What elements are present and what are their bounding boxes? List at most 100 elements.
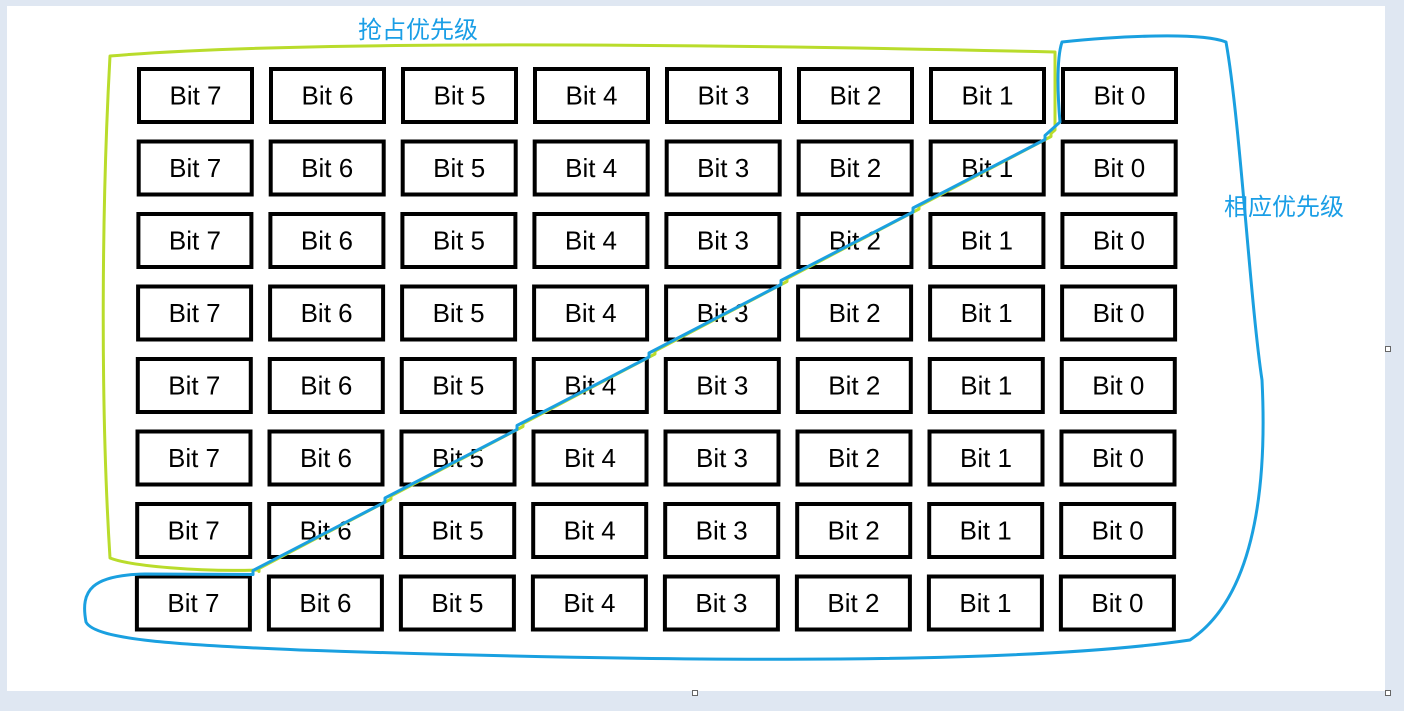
bit-label: Bit 3 bbox=[697, 81, 749, 111]
bit-label: Bit 5 bbox=[432, 516, 484, 546]
bit-label: Bit 0 bbox=[1092, 443, 1144, 473]
bit-label: Bit 1 bbox=[960, 516, 1012, 546]
bit-box bbox=[268, 139, 386, 197]
bit-label: Bit 6 bbox=[299, 588, 351, 618]
bit-label: Bit 7 bbox=[169, 81, 221, 111]
bit-box bbox=[400, 212, 518, 269]
bit-label: Bit 4 bbox=[563, 588, 615, 618]
bit-box bbox=[1059, 429, 1177, 487]
bit-label: Bit 0 bbox=[1092, 516, 1144, 546]
bit-label: Bit 4 bbox=[565, 81, 617, 111]
bit-box bbox=[927, 429, 1045, 487]
bit-label: Bit 6 bbox=[301, 298, 353, 328]
bit-box bbox=[664, 139, 782, 197]
bit-box bbox=[136, 139, 254, 197]
bit-label: Bit 5 bbox=[433, 226, 485, 256]
bit-label: Bit 4 bbox=[565, 298, 617, 328]
resize-handle-bottom[interactable] bbox=[692, 690, 698, 696]
bit-box bbox=[267, 357, 385, 414]
bit-box bbox=[663, 502, 781, 559]
bit-box bbox=[532, 212, 650, 269]
bit-box bbox=[664, 212, 782, 269]
bit-box bbox=[135, 429, 253, 487]
bit-box bbox=[532, 139, 650, 197]
bit-label: Bit 0 bbox=[1093, 298, 1145, 328]
bit-label: Bit 4 bbox=[564, 443, 616, 473]
bit-box bbox=[268, 284, 386, 342]
bit-label: Bit 5 bbox=[433, 81, 485, 111]
preemption-priority-label: 抢占优先级 bbox=[358, 16, 478, 44]
resize-handle-right[interactable] bbox=[1385, 346, 1391, 352]
bit-box bbox=[401, 67, 518, 124]
bit-box bbox=[795, 357, 913, 414]
bit-label: Bit 2 bbox=[829, 298, 881, 328]
bit-label: Bit 7 bbox=[168, 516, 220, 546]
bit-box bbox=[400, 284, 518, 342]
bit-box bbox=[928, 284, 1046, 342]
bit-box bbox=[928, 212, 1046, 269]
bit-box bbox=[663, 357, 781, 414]
bit-box bbox=[137, 67, 254, 124]
bit-label: Bit 5 bbox=[432, 371, 484, 401]
bit-label: Bit 3 bbox=[695, 588, 747, 618]
bit-box bbox=[136, 212, 254, 269]
bit-box bbox=[136, 284, 254, 342]
bit-label: Bit 2 bbox=[828, 371, 880, 401]
bit-label: Bit 2 bbox=[828, 443, 880, 473]
bit-box bbox=[267, 429, 385, 487]
bit-box bbox=[530, 574, 648, 632]
bit-label: Bit 6 bbox=[301, 226, 353, 256]
bit-box bbox=[1061, 67, 1178, 124]
bit-box bbox=[1058, 574, 1176, 632]
bit-box bbox=[795, 502, 913, 559]
bit-box bbox=[266, 574, 384, 632]
bit-label: Bit 5 bbox=[433, 298, 485, 328]
bit-label: Bit 3 bbox=[697, 153, 749, 183]
bit-label: Bit 0 bbox=[1092, 371, 1144, 401]
bit-label: Bit 2 bbox=[829, 153, 881, 183]
bit-label: Bit 0 bbox=[1091, 588, 1143, 618]
bit-box bbox=[269, 67, 386, 124]
bit-label: Bit 6 bbox=[300, 371, 352, 401]
bit-label: Bit 1 bbox=[960, 371, 1012, 401]
bit-box bbox=[533, 67, 650, 124]
bit-label: Bit 4 bbox=[565, 226, 617, 256]
bit-box bbox=[926, 574, 1044, 632]
bit-box bbox=[398, 574, 516, 632]
bit-label: Bit 7 bbox=[169, 226, 221, 256]
bit-box bbox=[796, 139, 914, 197]
bit-label: Bit 3 bbox=[696, 516, 748, 546]
bit-label: Bit 2 bbox=[827, 588, 879, 618]
bit-label: Bit 6 bbox=[301, 153, 353, 183]
bit-label: Bit 7 bbox=[167, 588, 219, 618]
bit-label: Bit 3 bbox=[697, 226, 749, 256]
bit-box bbox=[1060, 139, 1178, 197]
resize-handle-corner[interactable] bbox=[1385, 690, 1391, 696]
bit-label: Bit 0 bbox=[1093, 153, 1145, 183]
bit-label: Bit 7 bbox=[169, 153, 221, 183]
bit-label: Bit 1 bbox=[959, 588, 1011, 618]
bit-box bbox=[135, 502, 253, 559]
bit-box bbox=[929, 67, 1046, 124]
bit-box bbox=[1059, 502, 1177, 559]
bit-box bbox=[663, 429, 781, 487]
bit-label: Bit 6 bbox=[301, 81, 353, 111]
bit-box bbox=[399, 502, 517, 559]
bit-label: Bit 5 bbox=[431, 588, 483, 618]
bit-label: Bit 5 bbox=[433, 153, 485, 183]
bit-label: Bit 7 bbox=[168, 371, 220, 401]
bit-label: Bit 4 bbox=[564, 516, 616, 546]
bit-box bbox=[399, 357, 517, 414]
bit-box bbox=[662, 574, 780, 632]
bit-label: Bit 3 bbox=[696, 371, 748, 401]
bit-box bbox=[927, 357, 1045, 414]
response-priority-label: 相应优先级 bbox=[1224, 193, 1344, 221]
bit-box bbox=[531, 502, 649, 559]
bit-box bbox=[1059, 357, 1177, 414]
bit-box bbox=[531, 429, 649, 487]
bit-label: Bit 7 bbox=[168, 443, 220, 473]
bit-box bbox=[1060, 284, 1178, 342]
bit-label: Bit 1 bbox=[961, 81, 1013, 111]
bit-label: Bit 0 bbox=[1093, 226, 1145, 256]
